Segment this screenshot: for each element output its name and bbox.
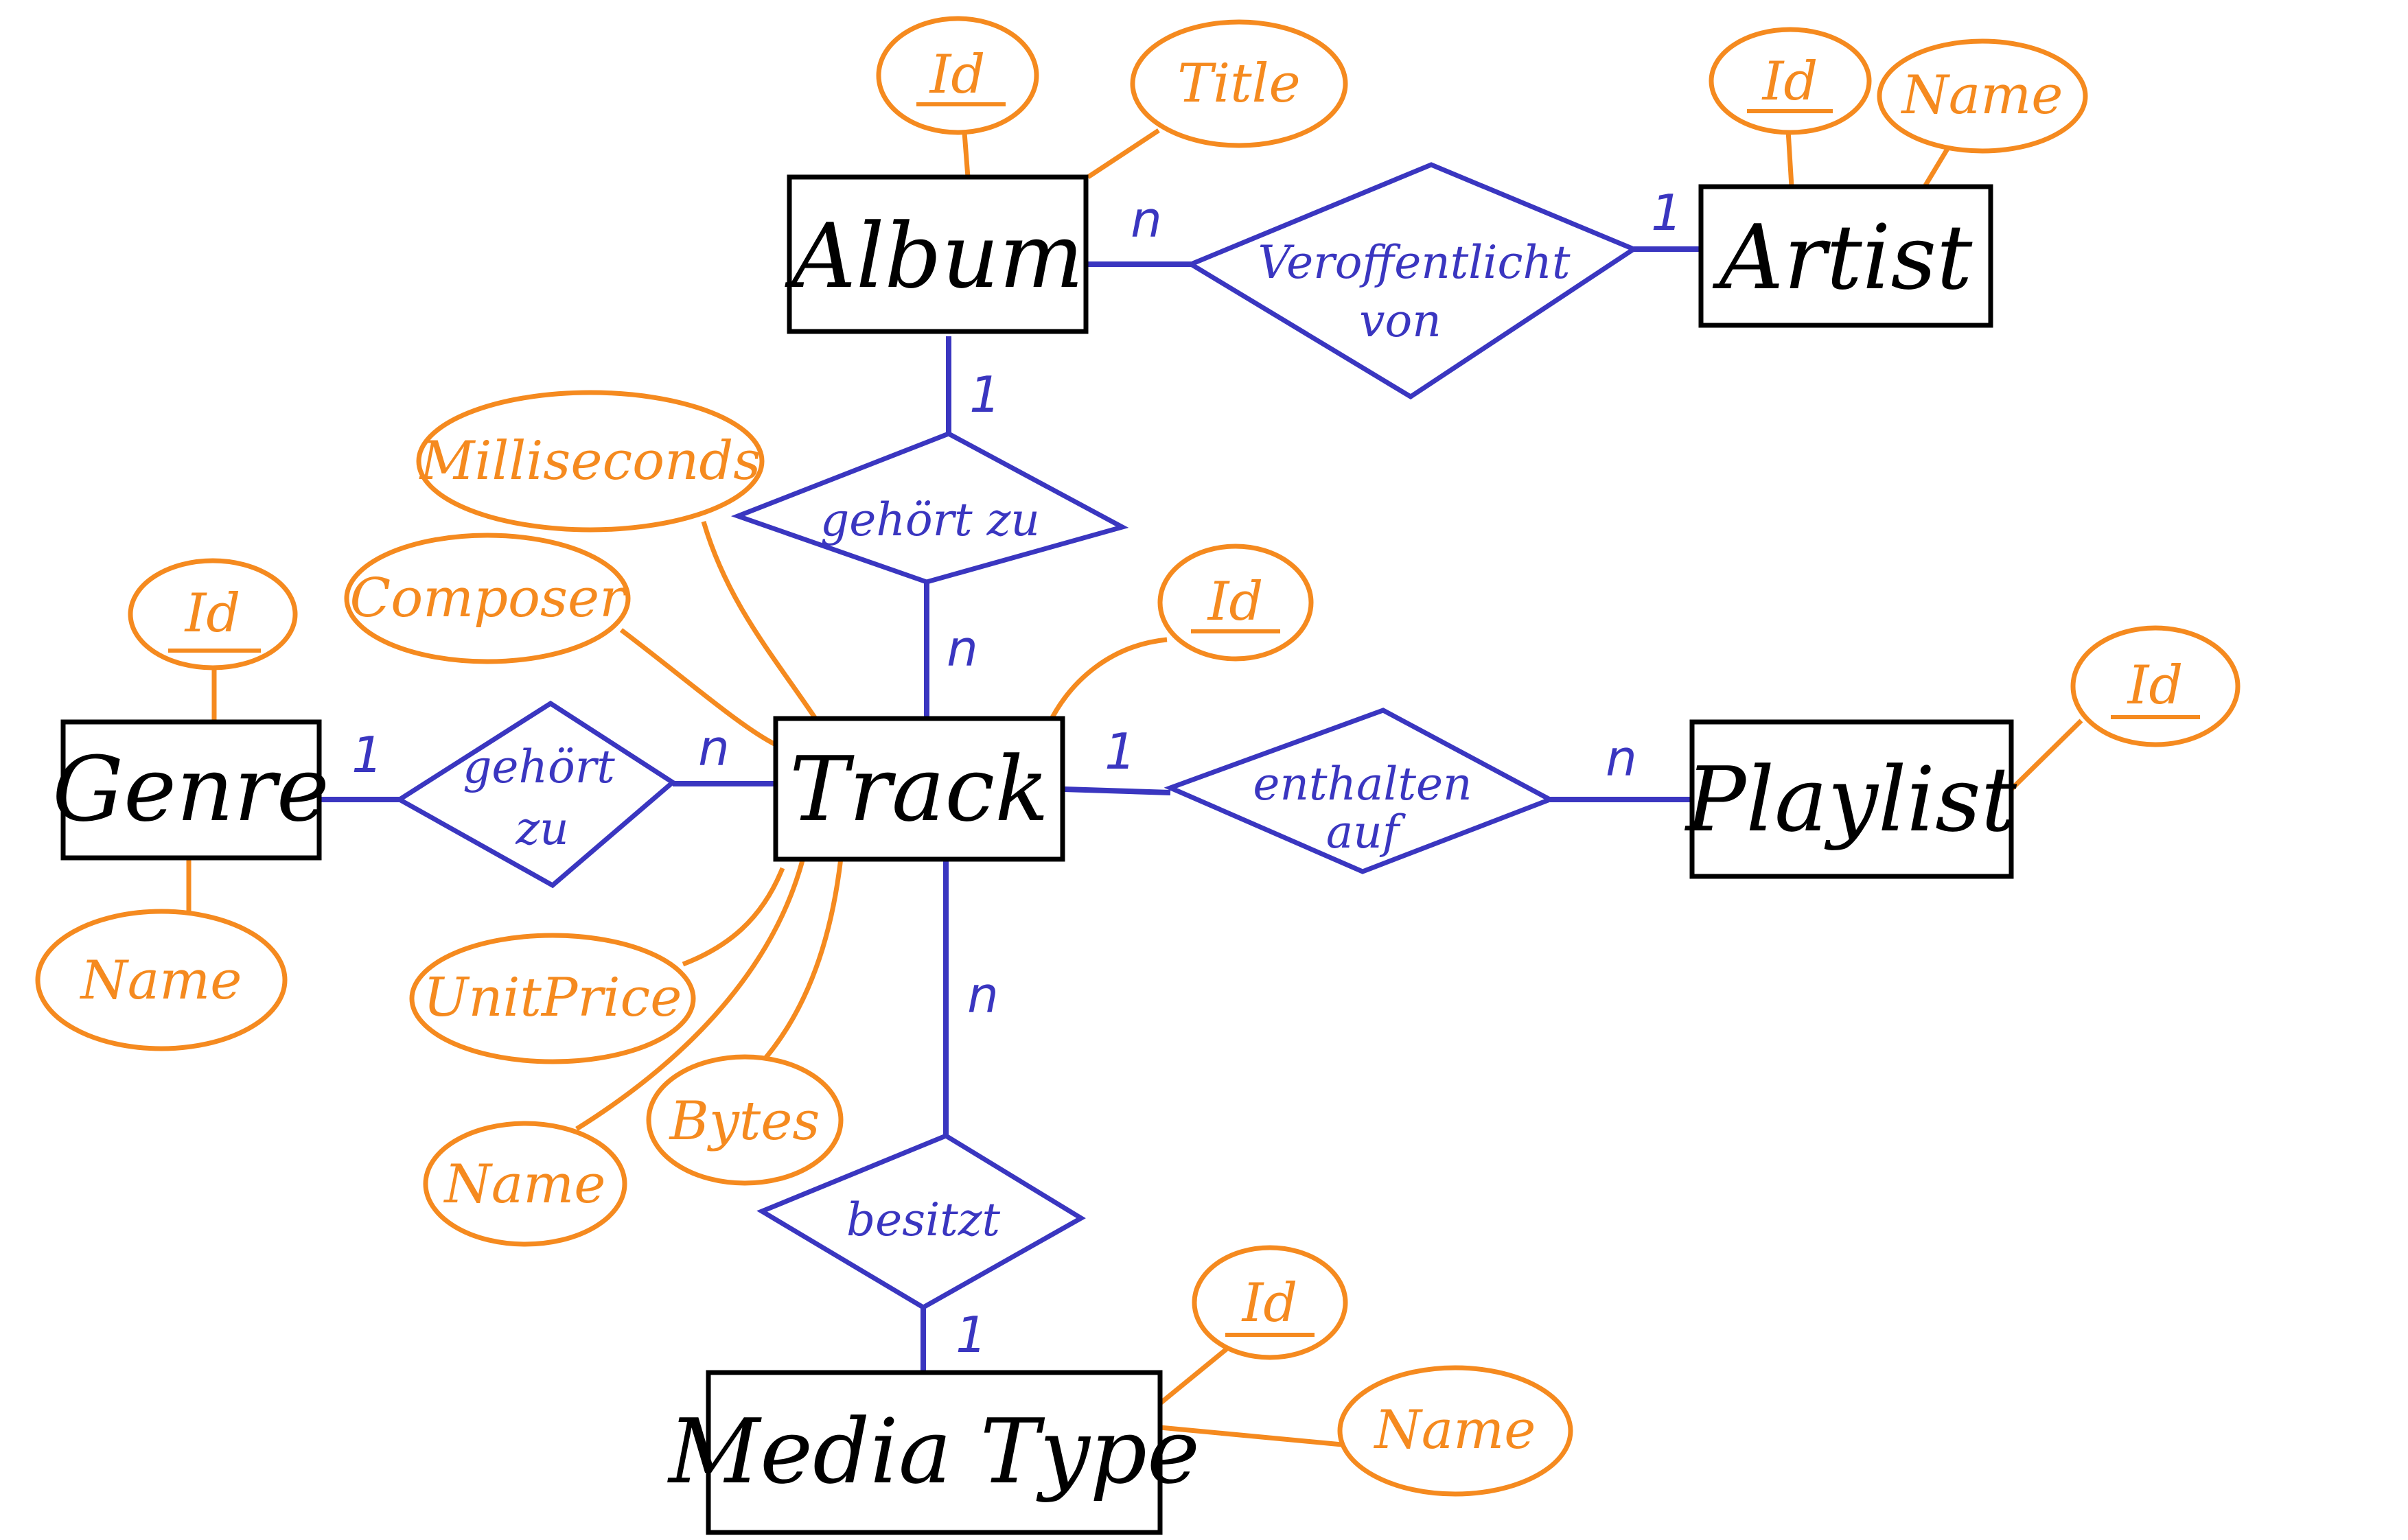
relationship-enthalten-auf-line2: auf: [1326, 806, 1406, 859]
cardinality-track-playlist-n: n: [1606, 730, 1637, 787]
attribute-track-bytes-label: Bytes: [669, 1090, 820, 1152]
attribute-track-id-label: Id: [1207, 571, 1264, 633]
attribute-track-composer[interactable]: Composer: [344, 533, 631, 664]
cardinality-track-media-type-n: n: [967, 966, 999, 1024]
attribute-track-bytes[interactable]: Bytes: [646, 1054, 844, 1186]
attribute-artist-id-label: Id: [1761, 51, 1818, 113]
entity-genre[interactable]: Genre: [52, 719, 329, 861]
entity-artist-label: Artist: [1713, 205, 1973, 310]
line-artist-name: [1923, 144, 1952, 187]
attribute-artist-name[interactable]: Name: [1877, 38, 2088, 154]
cardinalities: n 1 1 n 1 n 1 n n 1: [351, 184, 1682, 1364]
cardinality-track-album-1: 1: [969, 366, 1001, 423]
attribute-track-milliseconds[interactable]: Milliseconds: [416, 390, 765, 533]
relationship-gehoert-zu-genre-line2: zu: [515, 802, 568, 855]
cardinality-track-media-type-1: 1: [956, 1306, 987, 1364]
attribute-album-title-label: Title: [1177, 53, 1300, 115]
attribute-track-name[interactable]: Name: [423, 1121, 627, 1247]
line-track-bytes: [759, 857, 844, 1066]
relationship-gehoert-zu-album[interactable]: gehört zu: [730, 431, 1129, 585]
attribute-track-name-label: Name: [443, 1154, 606, 1215]
entity-album-label: Album: [785, 204, 1084, 308]
attribute-genre-name-label: Name: [80, 950, 242, 1012]
cardinality-album-artist-n: n: [1131, 191, 1162, 248]
attribute-album-title[interactable]: Title: [1130, 19, 1348, 148]
entity-track-label: Track: [789, 737, 1049, 841]
attribute-media-type-id[interactable]: Id: [1192, 1245, 1348, 1360]
line-track-unitprice: [682, 867, 785, 967]
relationship-besitzt-label: besitzt: [846, 1193, 1001, 1246]
cardinality-track-genre-n: n: [698, 719, 730, 777]
attribute-playlist-id[interactable]: Id: [2070, 625, 2241, 747]
attribute-lines: [186, 128, 2083, 1447]
entity-media-type[interactable]: Media Type: [667, 1370, 1200, 1535]
attribute-genre-id[interactable]: Id: [128, 558, 298, 670]
line-album-title: [1087, 128, 1160, 179]
line-media-type-id: [1158, 1340, 1238, 1405]
cardinality-album-artist-1: 1: [1651, 184, 1682, 242]
attribute-track-unitprice[interactable]: UnitPrice: [409, 933, 696, 1064]
relationship-besitzt[interactable]: besitzt: [756, 1133, 1086, 1311]
entity-album[interactable]: Album: [785, 174, 1089, 334]
entity-track[interactable]: Track: [773, 716, 1065, 862]
attribute-artist-name-label: Name: [1901, 65, 2063, 126]
attribute-artist-id[interactable]: Id: [1709, 27, 1872, 135]
line-artist-id: [1785, 130, 1794, 187]
line-track-composer: [619, 628, 777, 747]
attribute-genre-name[interactable]: Name: [35, 909, 288, 1051]
relationship-veroeffentlicht-von-line2: von: [1359, 294, 1442, 347]
attribute-media-type-name[interactable]: Name: [1337, 1365, 1573, 1497]
attribute-track-milliseconds-label: Milliseconds: [419, 430, 761, 492]
attribute-media-type-name-label: Name: [1374, 1399, 1536, 1461]
attribute-track-id[interactable]: Id: [1157, 544, 1314, 662]
relationship-veroeffentlicht-von-line1: Veroffentlicht: [1258, 236, 1570, 289]
attribute-track-composer-label: Composer: [350, 568, 629, 629]
line-track-milliseconds: [701, 521, 819, 722]
line-track-to-enthalten: [1063, 786, 1171, 795]
relationship-enthalten-auf-line1: enthalten: [1253, 758, 1472, 810]
entity-genre-label: Genre: [52, 737, 329, 841]
entity-media-type-label: Media Type: [667, 1399, 1200, 1504]
relationship-enthalten-auf[interactable]: enthalten auf: [1164, 708, 1556, 874]
relationship-lines: [319, 246, 1701, 1373]
attribute-track-unitprice-label: UnitPrice: [424, 967, 682, 1029]
line-track-id: [1046, 637, 1168, 725]
line-media-type-name: [1159, 1425, 1343, 1447]
relationship-gehoert-zu-genre[interactable]: gehört zu: [395, 700, 677, 889]
entity-artist[interactable]: Artist: [1698, 184, 1993, 328]
entity-playlist-label: Playlist: [1685, 747, 2017, 852]
attribute-album-id[interactable]: Id: [876, 16, 1039, 135]
relationship-gehoert-zu-album-label: gehört zu: [820, 493, 1040, 546]
entity-playlist[interactable]: Playlist: [1685, 719, 2017, 879]
attribute-genre-id-label: Id: [184, 583, 241, 644]
cardinality-track-album-n: n: [947, 620, 978, 677]
line-playlist-id: [2002, 719, 2083, 798]
line-album-id: [962, 132, 971, 178]
line-track-name: [575, 857, 806, 1131]
relationship-veroeffentlicht-von[interactable]: Veroffentlicht von: [1185, 162, 1639, 400]
cardinality-track-playlist-1: 1: [1104, 723, 1136, 780]
attribute-album-id-label: Id: [929, 44, 986, 106]
relationship-gehoert-zu-genre-line1: gehört: [463, 740, 615, 793]
attribute-playlist-id-label: Id: [2127, 655, 2184, 716]
attribute-media-type-id-label: Id: [1241, 1272, 1298, 1334]
cardinality-track-genre-1: 1: [351, 726, 383, 784]
